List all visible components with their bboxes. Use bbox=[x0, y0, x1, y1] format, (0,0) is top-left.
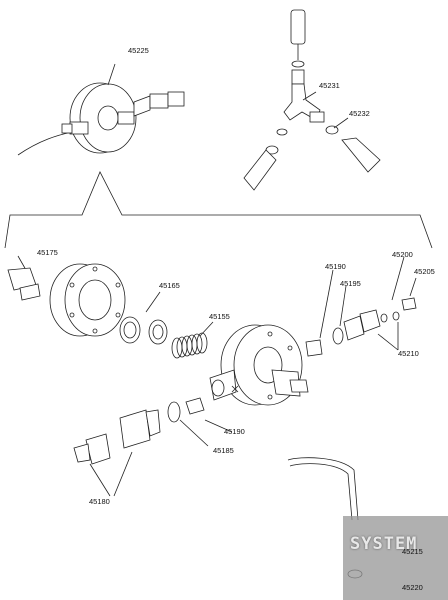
label-45190-top: 45190 bbox=[325, 262, 346, 271]
label-45155: 45155 bbox=[209, 312, 230, 321]
watermark-box bbox=[343, 516, 448, 600]
parts-45190b-45185-drawing bbox=[167, 397, 233, 447]
part-45165-drawing bbox=[119, 291, 168, 345]
label-45165: 45165 bbox=[159, 281, 180, 290]
t-piece-drawing bbox=[243, 9, 381, 191]
label-45185: 45185 bbox=[213, 446, 234, 455]
bracket-line bbox=[4, 171, 433, 249]
label-45195: 45195 bbox=[340, 279, 361, 288]
part-45175-drawing bbox=[7, 255, 41, 301]
label-45215: 45215 bbox=[402, 547, 423, 556]
watermark-text: SYSTEM bbox=[350, 534, 418, 554]
part-45180-drawing bbox=[73, 409, 161, 497]
label-45175: 45175 bbox=[37, 248, 58, 257]
label-45205: 45205 bbox=[414, 267, 435, 276]
label-45225: 45225 bbox=[128, 46, 149, 55]
parts-45200-45210-drawing bbox=[343, 256, 417, 351]
part-45155-drawing bbox=[171, 321, 214, 359]
parts-45190-45195-drawing bbox=[305, 269, 347, 357]
label-45200: 45200 bbox=[392, 250, 413, 259]
assembly-45225-drawing bbox=[17, 63, 185, 156]
label-45210: 45210 bbox=[398, 349, 419, 358]
label-45190-bottom: 45190 bbox=[224, 427, 245, 436]
main-body-drawing bbox=[209, 324, 309, 406]
label-45231: 45231 bbox=[319, 81, 340, 90]
label-45180: 45180 bbox=[89, 497, 110, 506]
label-45232: 45232 bbox=[349, 109, 370, 118]
flange-drawing bbox=[49, 263, 126, 337]
label-45220: 45220 bbox=[402, 583, 423, 592]
